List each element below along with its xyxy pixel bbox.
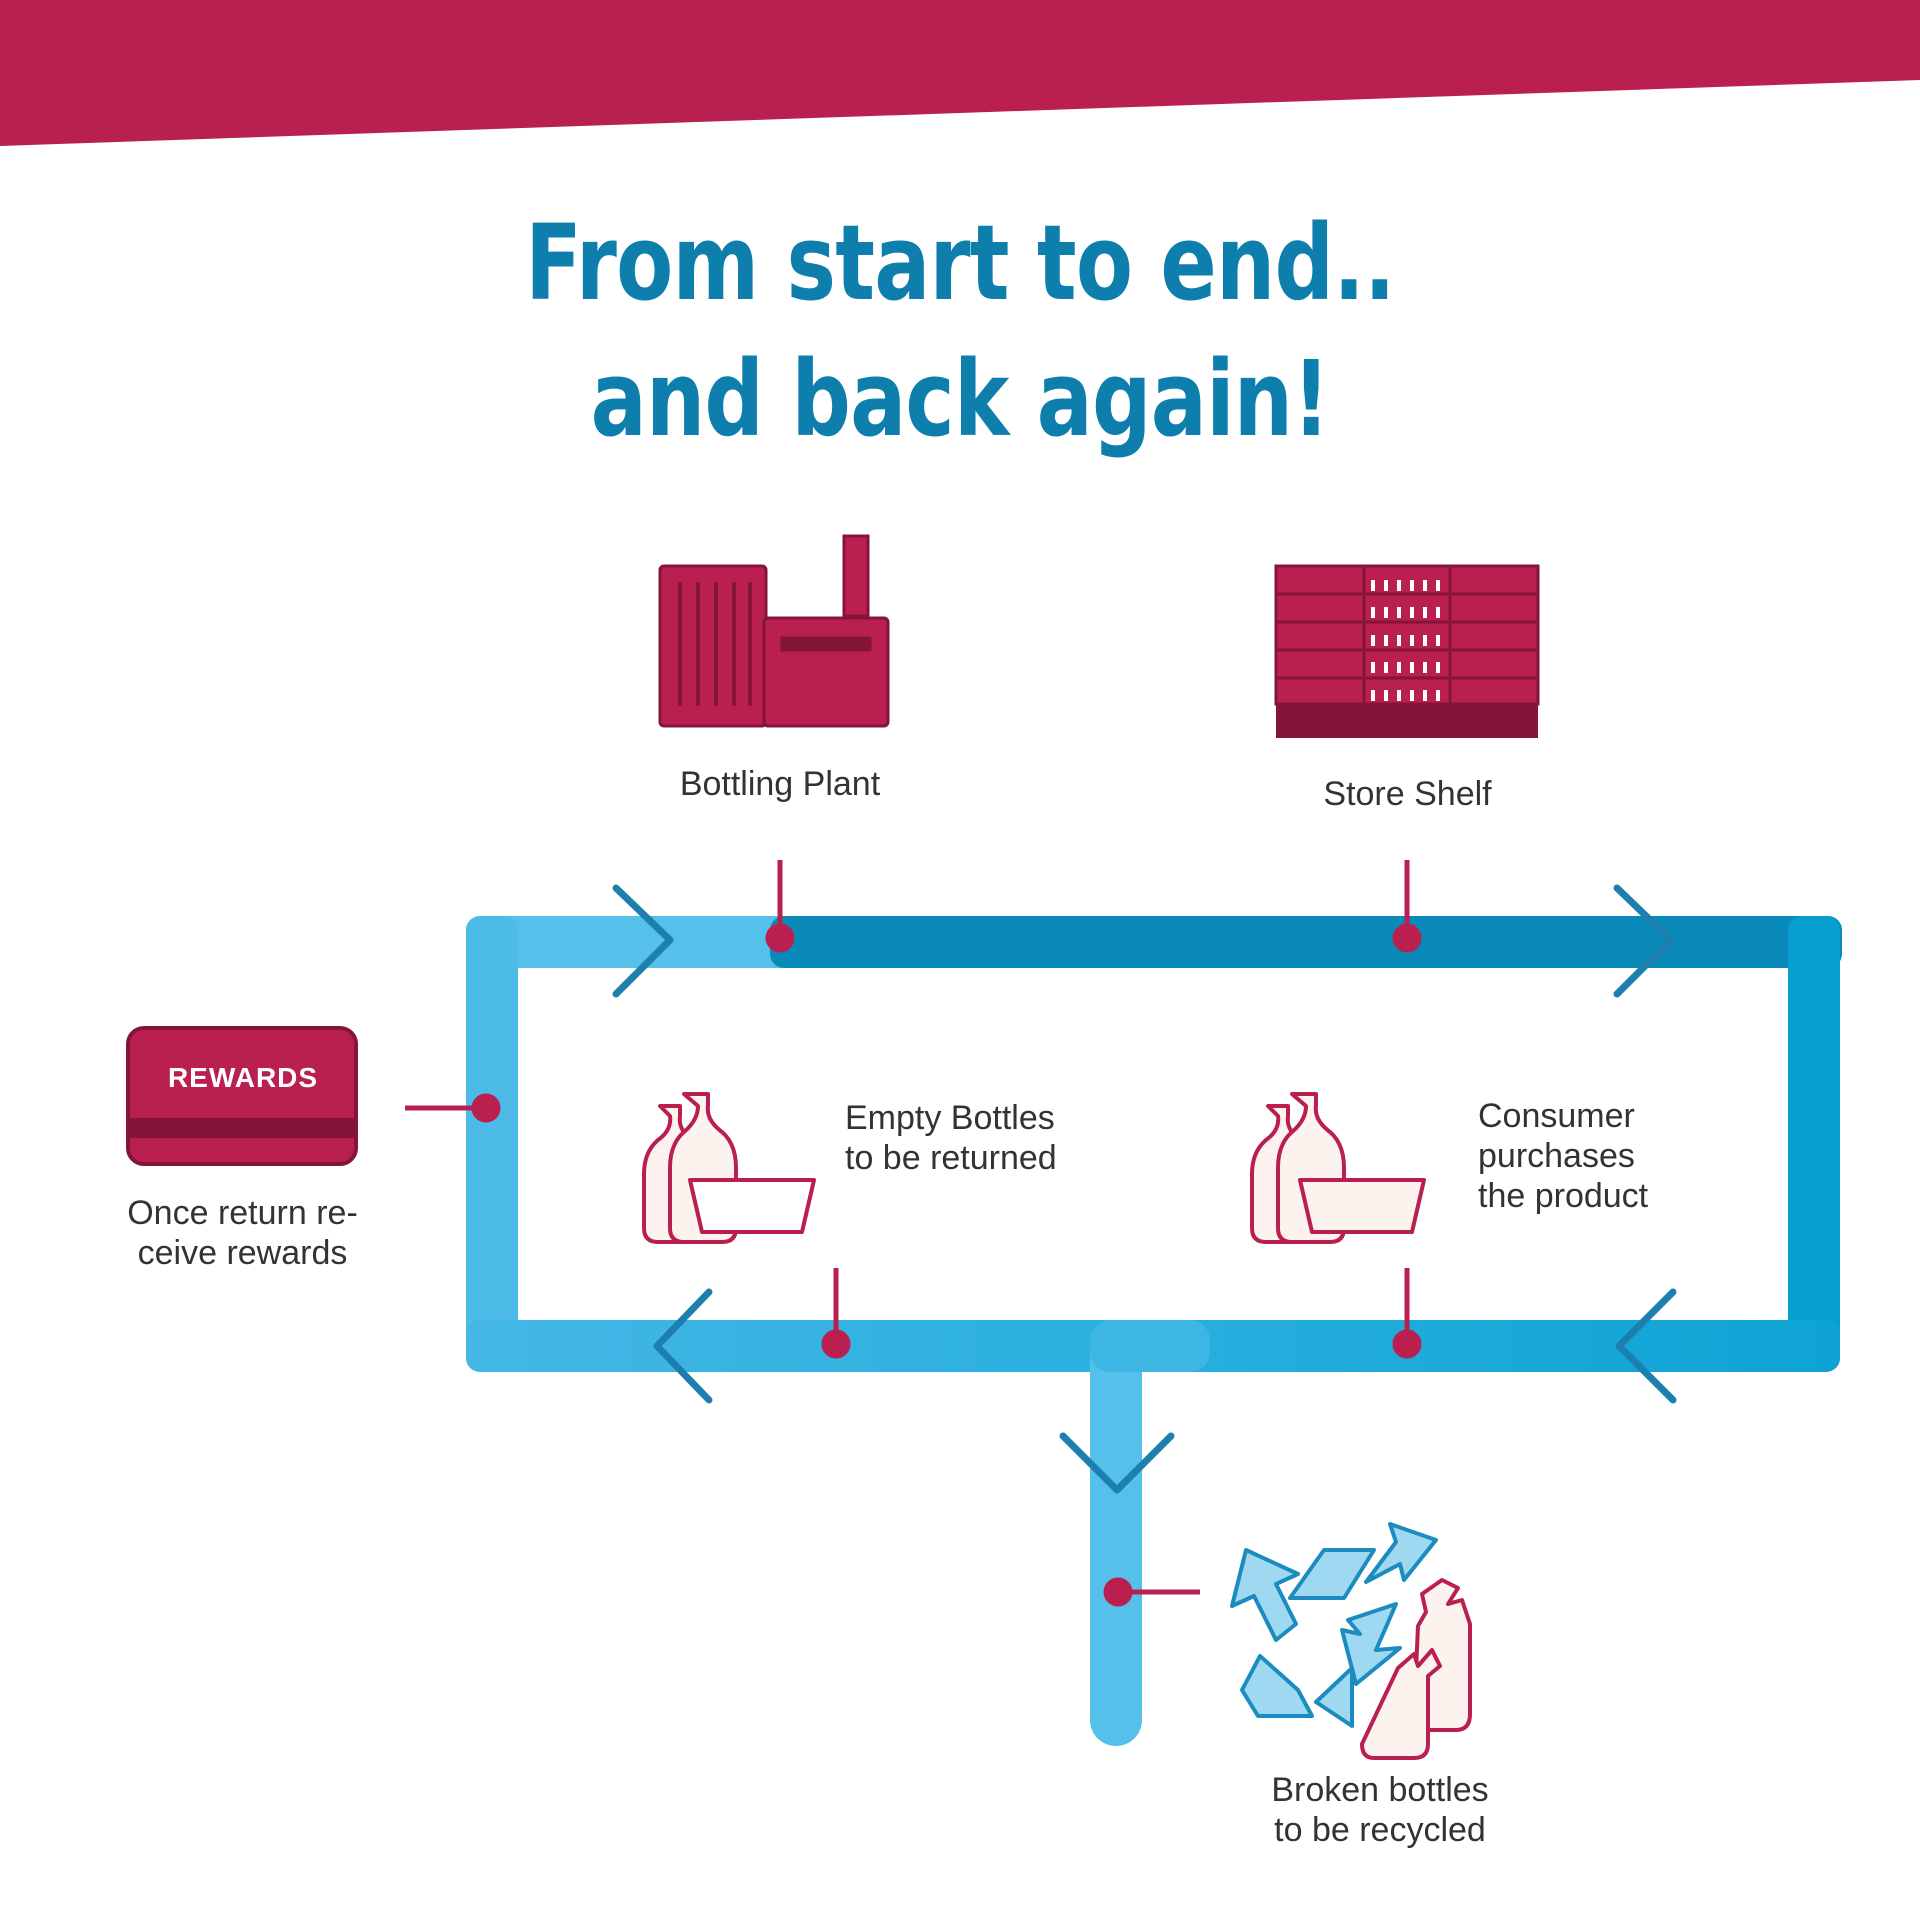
consumer-line-2: purchases [1478,1137,1635,1175]
empty-bottles-label: Empty Bottles to be returned [845,1098,1057,1178]
rewards-card-label: REWARDS [167,1062,319,1093]
recycle-icon [1230,1522,1438,1728]
factory-icon [658,534,890,728]
loop-track [466,916,1842,1746]
empty-bottles-icon [642,1092,816,1244]
arrow-left-2 [1615,1288,1677,1404]
arrow-left-1 [653,1288,713,1404]
broken-bottles-icon [1360,1578,1472,1760]
consumer-label: Consumer purchases the product [1478,1096,1648,1216]
recycling-line-1: Broken bottles [1271,1771,1489,1809]
top-banner [0,0,1920,146]
store-shelf-label: Store Shelf [1323,775,1492,813]
rewards-label: Once return re- ceive rewards [100,1193,385,1273]
rewards-card-icon [126,1026,358,1166]
flow-arrows [612,884,1677,1494]
connectors [405,860,1422,1607]
page-title: From start to end.. and back again! [192,195,1728,467]
consumer-line-3: the product [1478,1177,1649,1215]
arrow-right-1 [612,884,674,998]
arrow-right-2 [1613,884,1675,998]
title-line-1: From start to end.. [525,202,1395,324]
consumer-line-1: Consumer [1478,1097,1635,1135]
empty-bottles-line-2: to be returned [845,1139,1057,1177]
empty-bottles-line-1: Empty Bottles [845,1099,1055,1137]
consumer-bottles-icon [1250,1092,1426,1244]
recycling-line-2: to be recycled [1274,1811,1486,1849]
bottling-plant-label: Bottling Plant [679,765,881,803]
arrow-down [1059,1432,1175,1494]
store-shelf-icon [1274,564,1540,738]
rewards-line-2: ceive rewards [137,1234,348,1272]
recycling-label: Broken bottles to be recycled [1235,1770,1525,1850]
rewards-line-1: Once return re- [127,1194,358,1232]
title-line-2: and back again! [590,338,1331,460]
